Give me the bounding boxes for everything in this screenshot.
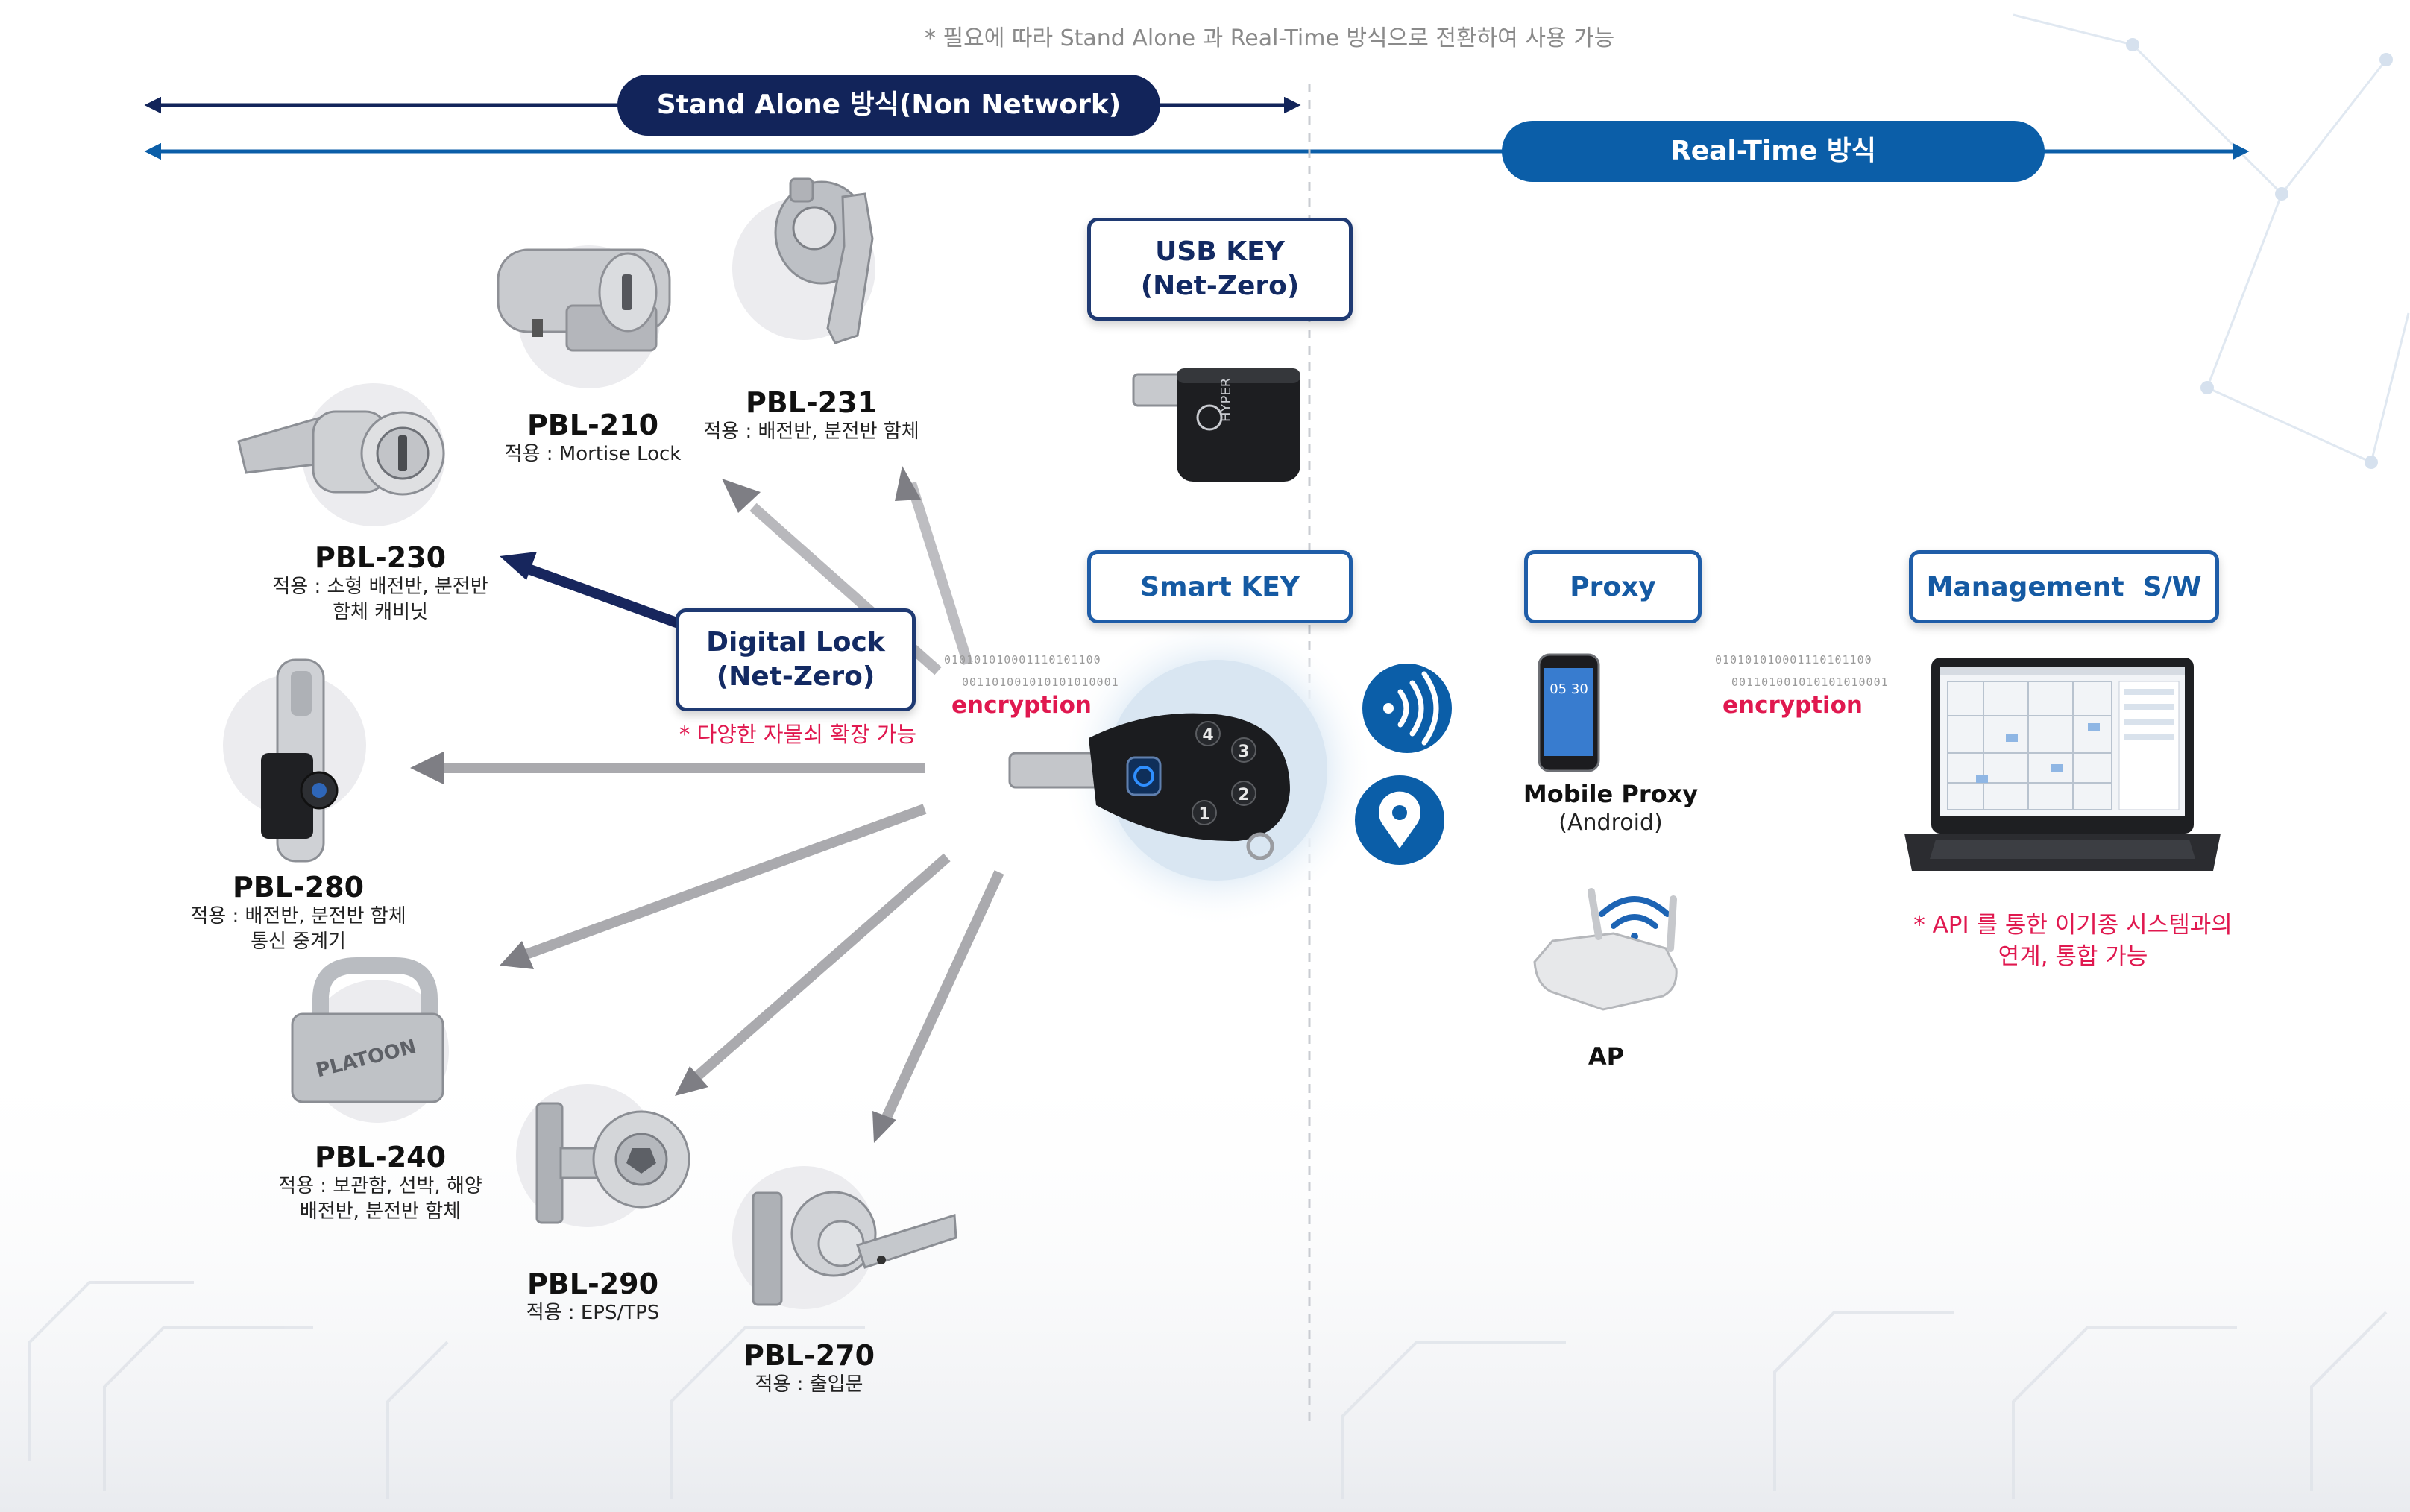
- proxy-label: Proxy: [1570, 571, 1656, 602]
- api-note-line2: 연계, 통합 가능: [1998, 943, 2148, 970]
- pbl-230-image: [237, 410, 445, 496]
- phone-time: 05 30: [1549, 681, 1588, 697]
- binary-right-2: 001101001010101010001: [1731, 675, 1889, 689]
- product-desc-2: 배전반, 분전반 함체: [299, 1200, 462, 1223]
- api-note: * API 를 통한 이기종 시스템과의 연계, 통합 가능: [1879, 910, 2267, 972]
- encryption-left: encryption: [951, 692, 1092, 719]
- usb-brand: HYPER: [1218, 378, 1234, 422]
- mobile-proxy-sub: (Android): [1558, 810, 1663, 836]
- product-pbl-240: PBL-240 적용 : 보관함, 선박, 해양 배전반, 분전반 함체: [254, 1141, 507, 1224]
- binary-right-1: 010101010001110101100: [1715, 653, 1872, 667]
- mobile-phone-image: 05 30: [1538, 653, 1600, 772]
- api-note-line1: * API 를 통한 이기종 시스템과의: [1913, 912, 2233, 939]
- product-desc: 적용 : 배전반, 분전반 함체: [703, 420, 919, 443]
- product-name: PBL-290: [526, 1267, 659, 1300]
- product-name: PBL-270: [743, 1339, 875, 1372]
- product-name: PBL-210: [526, 409, 659, 441]
- product-pbl-230: PBL-230 적용 : 소형 배전반, 분전반 함체 캐비닛: [254, 541, 507, 625]
- nfc-icon: [1362, 664, 1452, 753]
- encryption-right: encryption: [1722, 692, 1863, 719]
- laptop-image: [1904, 658, 2221, 871]
- key-button-3: 3: [1238, 743, 1249, 761]
- real-time-label: Real-Time 방식: [1502, 121, 2045, 182]
- top-note: * 필요에 따라 Stand Alone 과 Real-Time 방식으로 전환…: [925, 25, 1615, 51]
- pbl-240-image: PLATOON: [291, 957, 444, 1103]
- pbl-210-image: [497, 248, 671, 352]
- management-label: Management S/W: [1926, 571, 2202, 602]
- product-desc: 적용 : 출입문: [755, 1373, 863, 1396]
- product-desc-2: 함체 캐비닛: [333, 601, 428, 623]
- key-button-2: 2: [1238, 786, 1249, 804]
- product-name: PBL-231: [745, 386, 878, 419]
- smart-key-box: Smart KEY: [1087, 550, 1353, 623]
- management-box: Management S/W: [1909, 550, 2219, 623]
- location-pin-icon: [1355, 775, 1444, 865]
- pbl-290-image: [535, 1102, 690, 1224]
- digital-lock-title: Digital Lock: [706, 627, 885, 658]
- product-pbl-231: PBL-231 적용 : 배전반, 분전반 함체: [685, 386, 938, 444]
- product-desc: 적용 : Mortise Lock: [504, 443, 682, 465]
- product-desc-2: 통신 중계기: [251, 930, 346, 953]
- ap-label: AP: [1588, 1042, 1625, 1071]
- mobile-proxy-label: Mobile Proxy: [1523, 780, 1699, 808]
- product-desc: 적용 : 보관함, 선박, 해양: [278, 1175, 482, 1197]
- key-button-4: 4: [1202, 726, 1213, 745]
- pbl-280-image: [261, 658, 339, 863]
- product-desc: 적용 : EPS/TPS: [526, 1302, 660, 1324]
- proxy-box: Proxy: [1524, 550, 1702, 623]
- ap-router-image: [1533, 888, 1678, 1011]
- smart-key-label: Smart KEY: [1140, 571, 1300, 602]
- product-pbl-270: PBL-270 적용 : 출입문: [693, 1339, 925, 1397]
- digital-lock-box: Digital Lock (Net-Zero): [676, 608, 916, 711]
- binary-left-2: 001101001010101010001: [962, 675, 1119, 689]
- pbl-270-image: [752, 1191, 957, 1306]
- product-desc: 적용 : 소형 배전반, 분전반: [272, 576, 488, 598]
- digital-lock-note: * 다양한 자물쇠 확장 가능: [679, 722, 917, 747]
- product-pbl-290: PBL-290 적용 : EPS/TPS: [477, 1267, 708, 1326]
- usb-key-image: HYPER: [1132, 368, 1300, 482]
- stand-alone-label: Stand Alone 방식(Non Network): [617, 75, 1160, 136]
- product-name: PBL-240: [314, 1141, 447, 1174]
- product-name: PBL-230: [314, 541, 447, 574]
- usb-key-box: USB KEY (Net-Zero): [1087, 218, 1353, 321]
- product-name: PBL-280: [232, 871, 365, 904]
- binary-left-1: 010101010001110101100: [944, 653, 1101, 667]
- product-pbl-280: PBL-280 적용 : 배전반, 분전반 함체 통신 중계기: [172, 871, 425, 954]
- usb-key-title: USB KEY: [1155, 236, 1285, 267]
- smart-key-image: 1 2 3 4: [1008, 713, 1290, 860]
- usb-key-subtitle: (Net-Zero): [1140, 271, 1300, 301]
- key-button-1: 1: [1198, 805, 1209, 824]
- product-desc: 적용 : 배전반, 분전반 함체: [190, 905, 406, 927]
- pbl-231-image: [774, 177, 874, 344]
- digital-lock-subtitle: (Net-Zero): [716, 661, 875, 692]
- product-pbl-210: PBL-210 적용 : Mortise Lock: [477, 409, 708, 467]
